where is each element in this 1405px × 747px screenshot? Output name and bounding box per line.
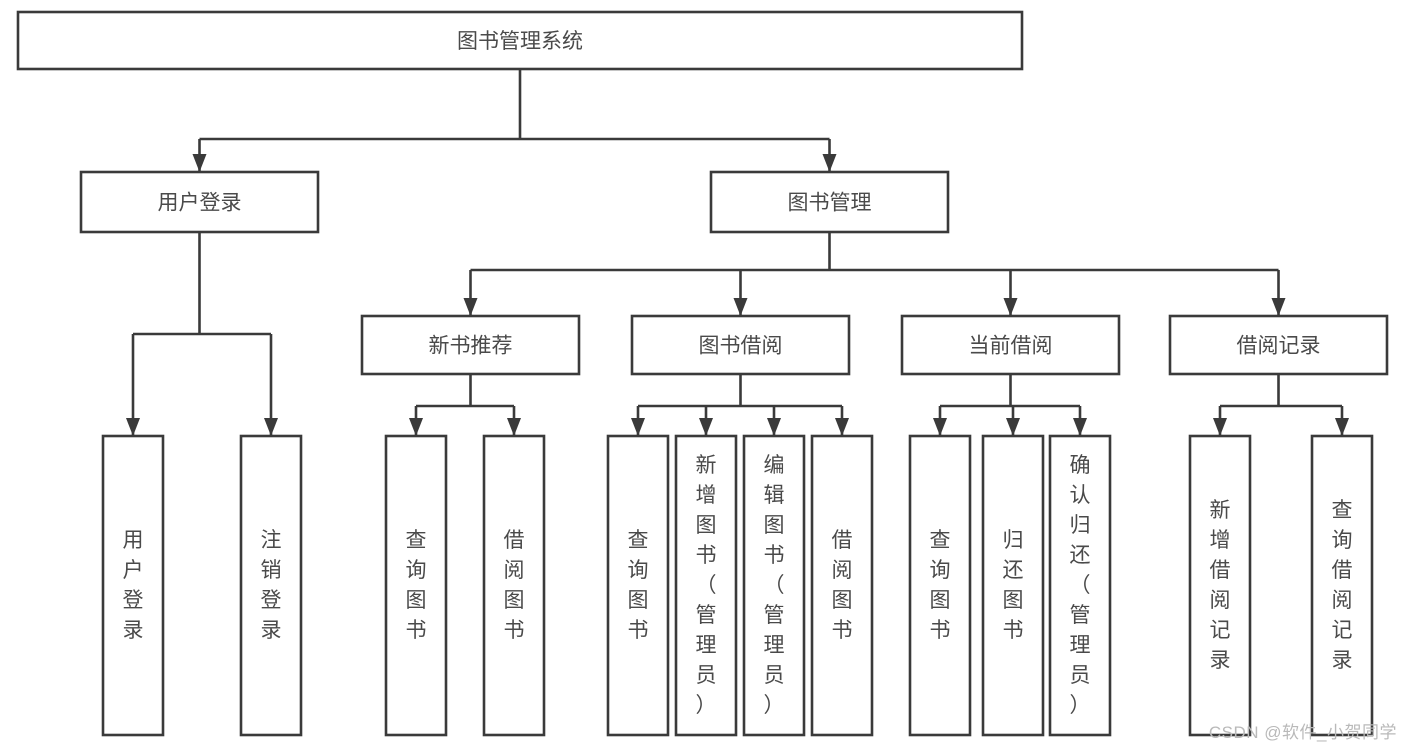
node-box-leaf-user-login[interactable] <box>101 434 165 737</box>
node-leaf-query-book-recommend[interactable]: 查询图书 <box>384 434 448 737</box>
node-label-leaf-return-book: 归还图书 <box>1003 529 1024 642</box>
node-label-borrow-record: 借阅记录 <box>1237 335 1321 358</box>
node-leaf-confirm-return-admin[interactable]: 确认归还（管理员） <box>1048 434 1112 737</box>
node-new-book-recommend[interactable]: 新书推荐 <box>360 314 581 376</box>
arrowhead-icon <box>699 418 713 436</box>
node-leaf-user-login[interactable]: 用户登录 <box>101 434 165 737</box>
node-box-borrow-record[interactable] <box>1168 314 1389 376</box>
node-box-leaf-borrow-book-recommend[interactable] <box>482 434 546 737</box>
node-label-user-login: 用户登录 <box>158 192 242 215</box>
node-leaf-borrow-book[interactable]: 借阅图书 <box>810 434 874 737</box>
node-box-leaf-query-book-borrow[interactable] <box>606 434 670 737</box>
node-leaf-query-book-current[interactable]: 查询图书 <box>908 434 972 737</box>
node-box-root[interactable] <box>16 10 1024 71</box>
node-label-leaf-edit-book-admin: 编辑图书（管理员） <box>764 454 785 717</box>
arrowhead-icon <box>1006 418 1020 436</box>
arrowhead-icon <box>1213 418 1227 436</box>
node-label-leaf-query-borrow-record: 查询借阅记录 <box>1332 499 1353 672</box>
node-label-book-borrow: 图书借阅 <box>699 335 783 358</box>
node-book-borrow[interactable]: 图书借阅 <box>630 314 851 376</box>
arrowhead-icon <box>1003 298 1018 316</box>
node-box-leaf-add-borrow-record[interactable] <box>1188 434 1252 737</box>
node-root[interactable]: 图书管理系统 <box>16 10 1024 71</box>
node-leaf-borrow-book-recommend[interactable]: 借阅图书 <box>482 434 546 737</box>
node-label-leaf-borrow-book-recommend: 借阅图书 <box>504 529 525 642</box>
node-leaf-query-borrow-record[interactable]: 查询借阅记录 <box>1310 434 1374 737</box>
node-leaf-return-book[interactable]: 归还图书 <box>981 434 1045 737</box>
node-label-root: 图书管理系统 <box>457 30 583 53</box>
node-leaf-add-book-admin[interactable]: 新增图书（管理员） <box>674 434 738 737</box>
node-leaf-logout-login[interactable]: 注销登录 <box>239 434 303 737</box>
arrowhead-icon <box>631 418 645 436</box>
arrowhead-icon <box>933 418 947 436</box>
node-label-leaf-confirm-return-admin: 确认归还（管理员） <box>1070 454 1091 717</box>
arrowhead-icon <box>1073 418 1087 436</box>
node-leaf-add-borrow-record[interactable]: 新增借阅记录 <box>1188 434 1252 737</box>
arrowhead-icon <box>1335 418 1349 436</box>
node-box-leaf-edit-book-admin[interactable] <box>742 434 806 737</box>
node-box-leaf-confirm-return-admin[interactable] <box>1048 434 1112 737</box>
node-label-leaf-query-book-recommend: 查询图书 <box>406 529 427 642</box>
arrowhead-icon <box>733 298 748 316</box>
node-box-leaf-borrow-book[interactable] <box>810 434 874 737</box>
arrowhead-icon <box>1271 298 1286 316</box>
node-current-borrow[interactable]: 当前借阅 <box>900 314 1121 376</box>
node-box-current-borrow[interactable] <box>900 314 1121 376</box>
node-box-book-borrow[interactable] <box>630 314 851 376</box>
csdn-watermark: CSDN @软件_小贺同学 <box>1208 723 1397 742</box>
node-leaf-edit-book-admin[interactable]: 编辑图书（管理员） <box>742 434 806 737</box>
node-label-current-borrow: 当前借阅 <box>969 335 1053 358</box>
arrowhead-icon <box>463 298 478 316</box>
node-box-leaf-logout-login[interactable] <box>239 434 303 737</box>
node-box-leaf-query-book-recommend[interactable] <box>384 434 448 737</box>
node-box-leaf-query-book-current[interactable] <box>908 434 972 737</box>
arrowhead-icon <box>192 154 207 172</box>
node-label-leaf-logout-login: 注销登录 <box>261 529 282 642</box>
node-label-leaf-add-borrow-record: 新增借阅记录 <box>1210 499 1231 672</box>
node-book-management[interactable]: 图书管理 <box>709 170 950 234</box>
node-box-new-book-recommend[interactable] <box>360 314 581 376</box>
arrowhead-icon <box>264 418 278 436</box>
node-box-leaf-query-borrow-record[interactable] <box>1310 434 1374 737</box>
node-user-login[interactable]: 用户登录 <box>79 170 320 234</box>
node-label-leaf-borrow-book: 借阅图书 <box>832 529 853 642</box>
arrowhead-icon <box>507 418 521 436</box>
arrowhead-icon <box>835 418 849 436</box>
node-label-book-management: 图书管理 <box>788 192 872 215</box>
arrowhead-icon <box>767 418 781 436</box>
arrowhead-icon <box>409 418 423 436</box>
node-box-leaf-add-book-admin[interactable] <box>674 434 738 737</box>
node-leaf-query-book-borrow[interactable]: 查询图书 <box>606 434 670 737</box>
arrowhead-icon <box>126 418 140 436</box>
node-label-leaf-query-book-borrow: 查询图书 <box>628 529 649 642</box>
arrowhead-icon <box>822 154 837 172</box>
node-label-leaf-add-book-admin: 新增图书（管理员） <box>696 454 717 717</box>
node-label-new-book-recommend: 新书推荐 <box>429 335 513 358</box>
node-borrow-record[interactable]: 借阅记录 <box>1168 314 1389 376</box>
node-label-leaf-query-book-current: 查询图书 <box>930 529 951 642</box>
node-box-book-management[interactable] <box>709 170 950 234</box>
node-box-user-login[interactable] <box>79 170 320 234</box>
node-label-leaf-user-login: 用户登录 <box>123 529 144 642</box>
node-box-leaf-return-book[interactable] <box>981 434 1045 737</box>
diagram-nodes-layer: 图书管理系统用户登录图书管理新书推荐图书借阅当前借阅借阅记录用户登录注销登录查询… <box>16 10 1389 737</box>
connector-lines-layer <box>126 69 1349 436</box>
